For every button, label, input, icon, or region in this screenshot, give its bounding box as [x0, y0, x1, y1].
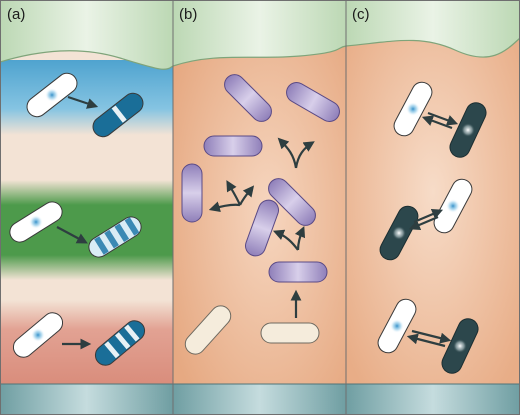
cell-blue-multi-stripe [88, 216, 142, 258]
branch-arrow-icon [208, 201, 241, 213]
nucleus-spot-icon [461, 123, 475, 137]
cell-body [268, 261, 328, 283]
branch-arrow-icon [272, 229, 299, 251]
arrow-icon [408, 215, 439, 231]
cell-body [184, 305, 232, 355]
cell-white-a1 [26, 72, 78, 118]
cell-white-c3 [377, 298, 417, 354]
branch-arrow-icon [294, 141, 315, 169]
cell-purple-b1 [224, 74, 272, 122]
exchange-arrows-icon [406, 111, 459, 348]
bottom-bar-c [346, 384, 520, 415]
branch-arrow-icon [226, 180, 242, 206]
top-band-edge [0, 37, 520, 70]
nucleus-spot-icon [453, 339, 467, 353]
cell-stripe [124, 324, 140, 342]
cell-cream-b2 [260, 322, 320, 344]
panel-a [9, 72, 146, 366]
cell-body [268, 178, 316, 226]
cell-purple-b2 [286, 82, 340, 122]
panel-label-b: (b) [179, 6, 198, 23]
panel-c-background [346, 0, 520, 384]
cell-body [260, 322, 320, 344]
cell-slate-c2 [379, 205, 419, 261]
nucleus-spot-icon [45, 88, 59, 102]
panel-c [377, 81, 487, 374]
nucleus-spot-icon [390, 319, 404, 333]
bottom-bar-a [0, 384, 173, 415]
arrow-icon [411, 329, 452, 344]
panel-b [181, 74, 340, 355]
cell-purple-b7 [268, 261, 328, 283]
arrow-icon [406, 333, 446, 348]
cell-stripe [104, 229, 119, 249]
arrow-icon [427, 111, 459, 126]
top-band-b [173, 0, 346, 66]
cell-body [245, 199, 279, 257]
cell-stripe [104, 341, 120, 359]
cell-white-c2 [433, 178, 473, 234]
cell-stripe [124, 217, 140, 236]
nucleus-spot-icon [29, 215, 43, 229]
cell-body [224, 74, 272, 122]
panel-label-a: (a) [7, 6, 26, 23]
arrow-icon [421, 115, 453, 130]
cell-purple-b5 [268, 178, 316, 226]
cell-blue-single-stripe [92, 92, 144, 138]
cell-body [181, 163, 203, 223]
bottom-bar-b [173, 384, 346, 415]
cell-stripe [111, 105, 127, 123]
cell-white-a3 [12, 312, 64, 358]
nucleus-spot-icon [392, 226, 406, 240]
nucleus-spot-icon [406, 102, 420, 116]
branch-arrow-icon [239, 185, 255, 206]
bottom-bar [0, 383, 520, 415]
cell-slate-c1 [449, 102, 487, 158]
cell-body [203, 135, 263, 157]
arrow-icon [67, 95, 99, 109]
cell-purple-b6 [245, 199, 279, 257]
arrow-icon [56, 226, 88, 244]
cell-purple-b3 [203, 135, 263, 157]
cell-stripe [94, 236, 109, 255]
tissue-c [346, 0, 520, 384]
cell-white-c1 [393, 81, 433, 137]
cell-stripe [114, 223, 130, 242]
branch-arrow-icon [208, 137, 315, 251]
cell-stripe [114, 332, 131, 350]
cell-purple-b4 [181, 163, 203, 223]
cell-white-a2 [9, 201, 63, 243]
branch-arrow-icon [277, 137, 298, 169]
blue-tissue-band [0, 60, 173, 135]
panel-label-c: (c) [352, 6, 370, 23]
cell-blue-banded [94, 320, 146, 366]
cell-cream-b1 [184, 305, 232, 355]
top-band [0, 0, 520, 70]
cell-body [286, 82, 340, 122]
nucleus-spot-icon [446, 199, 460, 213]
nucleus-spot-icon [31, 328, 45, 342]
branch-arrow-icon [294, 225, 306, 251]
top-band-c [346, 0, 520, 58]
top-band-a [0, 0, 173, 70]
